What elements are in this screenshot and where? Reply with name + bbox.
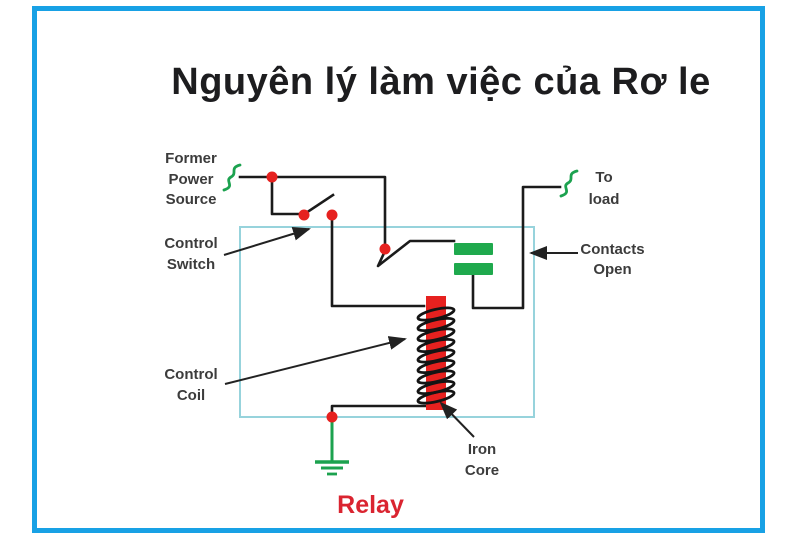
armature-contact-wire: [376, 239, 456, 268]
power-break-icon: [222, 163, 242, 192]
wire-to-load: [471, 185, 562, 310]
contacts-open-line1: Contacts: [580, 241, 645, 258]
junction-dot: [379, 243, 391, 255]
wire-switch-branch: [270, 175, 301, 216]
control-switch-line2: Switch: [166, 255, 216, 273]
contacts-open-line2: Open: [593, 261, 632, 278]
junction-dot: [326, 411, 338, 423]
to-load-line1: To: [595, 169, 613, 186]
iron-core-label: Iron Core: [455, 439, 509, 481]
control-switch-blade: [304, 193, 335, 215]
control-coil-line1: Control: [164, 366, 218, 383]
control-coil-arrow: [224, 336, 407, 385]
power-source-label: Former Power Source: [145, 149, 237, 211]
wire-coil-return: [330, 404, 428, 416]
contact-bar-bottom: [454, 263, 493, 275]
wire-control-to-coil: [330, 214, 426, 308]
control-coil-label: Control Coil: [145, 364, 237, 406]
junction-dot: [326, 209, 338, 221]
junction-dot: [298, 209, 310, 221]
contact-bar-top: [454, 243, 493, 255]
power-source-line2: Power: [168, 170, 214, 188]
load-break-icon: [559, 169, 579, 198]
power-source-line3: Source: [165, 191, 217, 208]
iron-core-line2: Core: [464, 462, 500, 479]
to-load-label: To load: [580, 167, 628, 210]
to-load-line2: load: [588, 190, 620, 208]
contacts-open-label: Contacts Open: [571, 240, 654, 280]
power-source-line1: Former: [165, 150, 217, 167]
coil-windings: [416, 306, 456, 405]
control-switch-label: Control Switch: [145, 234, 237, 275]
relay-caption: Relay: [337, 491, 404, 519]
coil-loop: [416, 389, 456, 405]
page-title: Nguyên lý làm việc của Rơ le: [171, 61, 711, 103]
outer-frame: [32, 6, 765, 533]
control-switch-arrow: [223, 226, 311, 256]
iron-core-arrow: [439, 401, 475, 438]
control-coil-line2: Coil: [176, 387, 206, 404]
junction-dot: [266, 171, 278, 183]
ground-icon: [315, 417, 349, 476]
control-switch-line1: Control: [164, 235, 218, 252]
wire-power-top: [238, 175, 387, 245]
junction-dots: [266, 171, 391, 423]
iron-core-line1: Iron: [467, 441, 497, 458]
relay-boundary-box: [239, 226, 535, 418]
